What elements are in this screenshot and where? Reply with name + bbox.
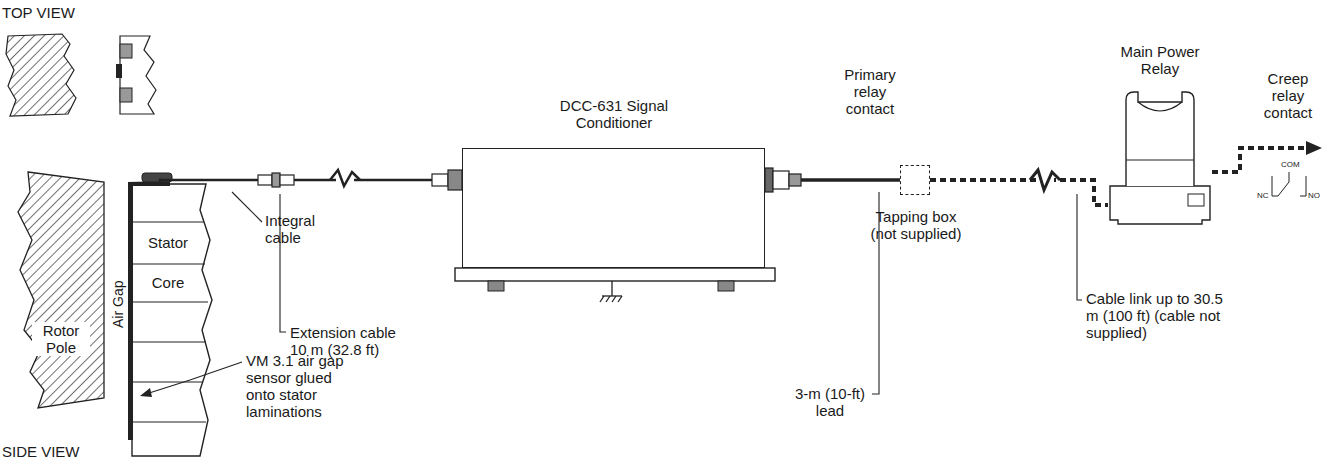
terminal-name: COM bbox=[1281, 160, 1303, 170]
terminal-name: NO bbox=[1308, 191, 1324, 201]
air-gap-sensor bbox=[128, 181, 170, 440]
stator-top-view bbox=[120, 36, 156, 114]
cable-connector bbox=[160, 180, 462, 186]
callout-label: Primary relay contact bbox=[832, 66, 908, 117]
cable-break bbox=[330, 170, 360, 186]
rotor-top-view bbox=[6, 34, 76, 116]
callout-label: Air Gap bbox=[110, 272, 126, 328]
signal-conditioner-box: DCC-631 Signal Conditioner bbox=[462, 148, 765, 268]
node-text: Tapping box (not supplied) bbox=[861, 208, 971, 242]
node-text: Main Power Relay bbox=[1110, 43, 1210, 77]
callout-label: Creep relay contact bbox=[1252, 70, 1324, 121]
node-text: DCC-631 Signal Conditioner bbox=[534, 97, 694, 131]
tapping-box: Tapping box (not supplied) bbox=[900, 165, 930, 195]
sensor-top-view bbox=[116, 64, 122, 78]
switch-symbol bbox=[1272, 172, 1306, 196]
node-text: Rotor Pole bbox=[32, 322, 90, 356]
terminal-name: NC bbox=[1257, 191, 1273, 201]
callout-label: Cable link up to 30.5 m (100 ft) (cable … bbox=[1086, 290, 1236, 341]
relay-symbol bbox=[1108, 90, 1212, 225]
stator-core: StatorCore bbox=[132, 186, 204, 454]
callout-label: VM 3.1 air gap sensor glued onto stator … bbox=[246, 352, 358, 420]
node-text: Stator bbox=[132, 234, 204, 251]
view-title: SIDE VIEW bbox=[2, 443, 112, 460]
mounting-plate bbox=[455, 268, 775, 281]
cable-break bbox=[1030, 170, 1060, 190]
power-relay: Main Power Relay bbox=[1108, 90, 1212, 225]
stator-core-outline bbox=[132, 184, 212, 456]
node-text: Core bbox=[132, 274, 204, 291]
ground-symbol bbox=[600, 281, 622, 302]
rotor-pole-shape bbox=[18, 172, 104, 408]
cable-connector bbox=[930, 180, 1108, 205]
cable-plug bbox=[258, 173, 294, 187]
input-connector bbox=[432, 170, 462, 190]
view-title: TOP VIEW bbox=[2, 4, 112, 21]
callout-label: Integral cable bbox=[265, 212, 327, 246]
creep-contact-line bbox=[1212, 148, 1308, 172]
rotor-pole: Rotor Pole bbox=[20, 312, 104, 372]
callout-label: 3-m (10-ft) lead bbox=[790, 385, 870, 419]
output-connector bbox=[765, 168, 801, 192]
lamination-lines bbox=[132, 222, 208, 422]
